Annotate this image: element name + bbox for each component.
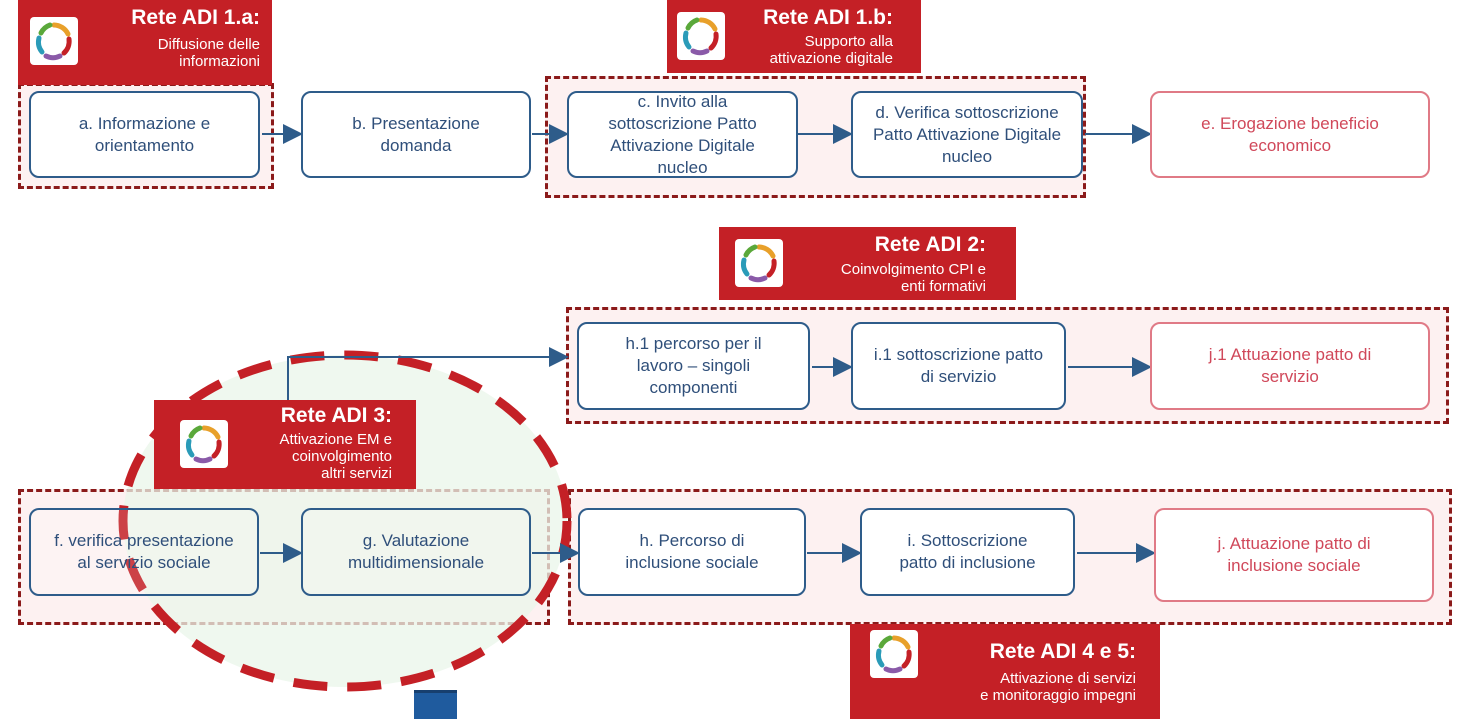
network-1a-title: Rete ADI 1.a: (131, 6, 260, 29)
step-g-valutazione: g. Valutazione multidimensionale (301, 508, 531, 596)
step-h-percorso-inclusione: h. Percorso di inclusione sociale (578, 508, 806, 596)
step-i1-patto-servizio: i.1 sottoscrizione patto di servizio (851, 322, 1066, 410)
network-3: Rete ADI 3: Attivazione EM e coinvolgime… (154, 400, 416, 489)
network-1b-subtitle: Supporto alla attivazione digitale (769, 33, 893, 67)
network-45-subtitle: Attivazione di servizi e monitoraggio im… (980, 670, 1136, 704)
network-1b: Rete ADI 1.b: Supporto alla attivazione … (667, 0, 921, 73)
network-45-title: Rete ADI 4 e 5: (989, 640, 1136, 663)
step-c-invito: c. Invito alla sottoscrizione Patto Atti… (567, 91, 798, 178)
step-f-verifica-sociale: f. verifica presentazione al servizio so… (29, 508, 259, 596)
network-logo-icon (677, 12, 725, 60)
network-45: Rete ADI 4 e 5: Attivazione di servizi e… (850, 624, 1160, 719)
network-3-title: Rete ADI 3: (280, 404, 392, 427)
network-1b-title: Rete ADI 1.b: (763, 6, 893, 29)
network-2: Rete ADI 2: Coinvolgimento CPI e enti fo… (719, 227, 1016, 300)
step-b-presentazione: b. Presentazione domanda (301, 91, 531, 178)
step-e-erogazione: e. Erogazione beneficio economico (1150, 91, 1430, 178)
network-2-title: Rete ADI 2: (874, 233, 986, 256)
network-1a: Rete ADI 1.a: Diffusione delle informazi… (18, 0, 272, 85)
step-d-verifica: d. Verifica sottoscrizione Patto Attivaz… (851, 91, 1083, 178)
network-logo-icon (735, 239, 783, 287)
network-logo-icon (180, 420, 228, 468)
network-2-subtitle: Coinvolgimento CPI e enti formativi (840, 261, 986, 295)
step-h1-percorso-lavoro: h.1 percorso per il lavoro – singoli com… (577, 322, 810, 410)
step-a-informazione: a. Informazione e orientamento (29, 91, 260, 178)
network-1a-subtitle: Diffusione delle informazioni (157, 36, 260, 70)
blue-fragment (414, 690, 457, 719)
network-logo-icon (30, 17, 78, 65)
step-j1-attuazione-servizio: j.1 Attuazione patto di servizio (1150, 322, 1430, 410)
step-i-patto-inclusione: i. Sottoscrizione patto di inclusione (860, 508, 1075, 596)
network-logo-icon (870, 630, 918, 678)
step-j-attuazione-inclusione: j. Attuazione patto di inclusione social… (1154, 508, 1434, 602)
network-3-subtitle: Attivazione EM e coinvolgimento altri se… (279, 431, 392, 482)
